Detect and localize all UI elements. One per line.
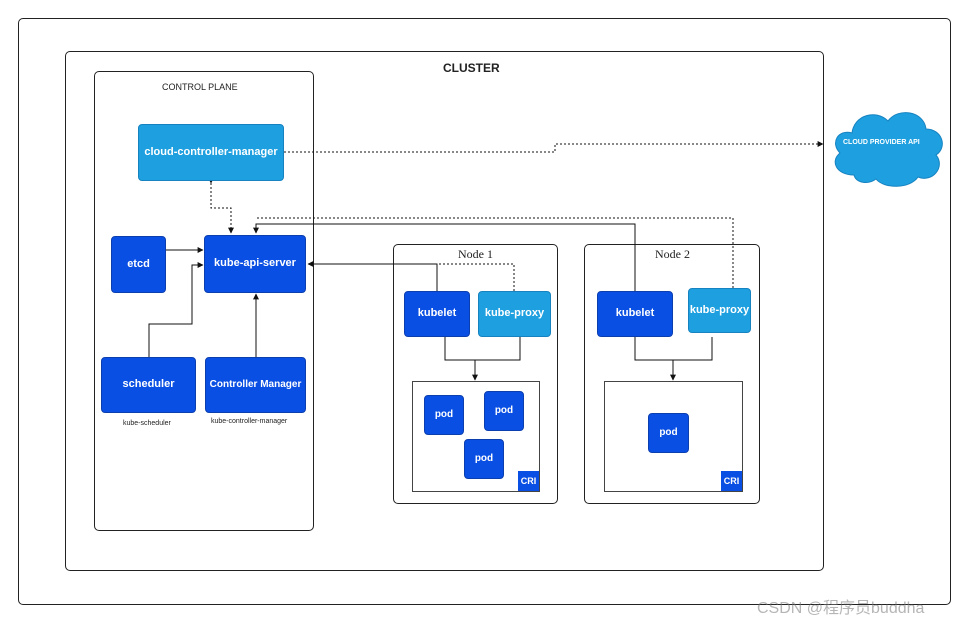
kube-api-server-box: kube-api-server: [204, 235, 306, 293]
watermark: CSDN @程序员buddha: [757, 600, 925, 617]
node-2-kube-proxy: kube-proxy: [688, 288, 751, 333]
node-2-label: Node 2: [655, 247, 690, 261]
cloud-provider-shape: [834, 112, 943, 187]
n1-kubelet-api-link: [307, 261, 438, 291]
cluster-title: CLUSTER: [443, 61, 500, 75]
cloud-provider-label: CLOUD PROVIDER API: [843, 139, 920, 146]
node-1-cri: CRI: [518, 471, 539, 491]
controller-manager-box: Controller Manager: [205, 357, 306, 413]
control-plane-label: CONTROL PLANE: [162, 82, 238, 92]
n1-proxy-api-link: [437, 263, 515, 291]
ccm-cloud-link: [284, 141, 824, 153]
node-1-kube-proxy: kube-proxy: [478, 291, 551, 337]
n2-kubelet-api-link: [253, 223, 636, 291]
node-1-kubelet: kubelet: [404, 291, 470, 337]
node-1-pod-3: pod: [464, 439, 504, 479]
node-1-pod-area: [412, 381, 540, 492]
scheduler-box: scheduler: [101, 357, 196, 413]
node-1-pod-2: pod: [484, 391, 524, 431]
node-1-pod-1: pod: [424, 395, 464, 435]
n2-proxy-api-link: [256, 217, 734, 288]
scheduler-api-link: [148, 262, 204, 357]
node-2-frame: [584, 244, 760, 504]
scheduler-caption: kube-scheduler: [123, 420, 171, 427]
cloud-controller-manager-box: cloud-controller-manager: [138, 124, 284, 181]
node-2-pod-1: pod: [648, 413, 689, 453]
node-2-pod-area: [604, 381, 743, 492]
etcd-box: etcd: [111, 236, 166, 293]
node-2-kubelet: kubelet: [597, 291, 673, 337]
control-plane-frame: [94, 71, 314, 531]
ccm-api-link: [208, 177, 234, 234]
outer-frame: [18, 18, 951, 605]
cluster-frame: [65, 51, 824, 571]
node-1-frame: [393, 244, 558, 504]
n1-pods-link: [444, 337, 521, 380]
node-2-cri: CRI: [721, 471, 742, 491]
node-1-label: Node 1: [458, 247, 493, 261]
controller-manager-caption: kube-controller-manager: [211, 418, 288, 425]
